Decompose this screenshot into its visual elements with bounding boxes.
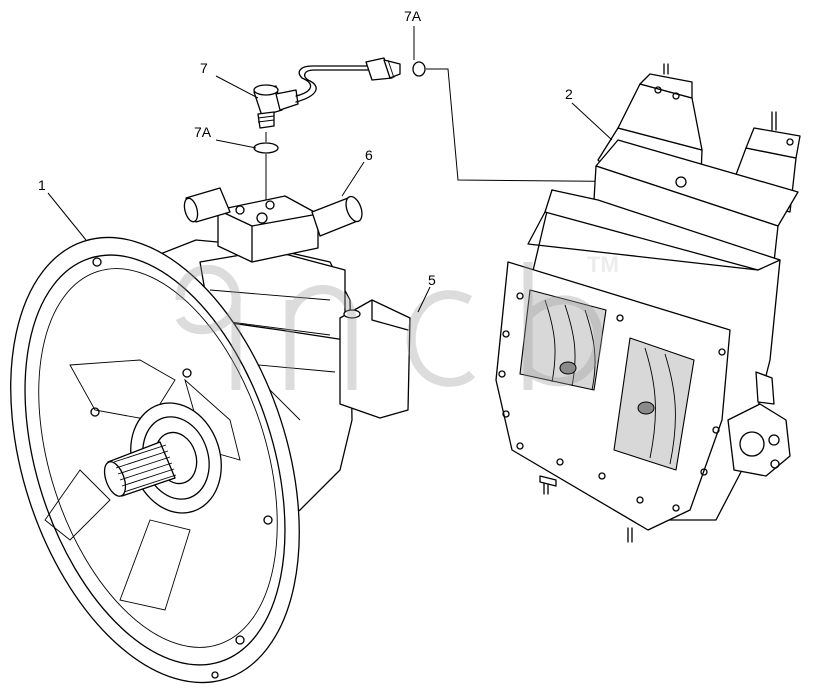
pipe-routing-line (426, 68, 677, 183)
valve-block (183, 187, 363, 263)
plate-bolt-holes (498, 292, 726, 512)
watermark: TM (175, 252, 619, 390)
label-part-7a-top: 7A (404, 8, 422, 24)
trademark-text: TM (587, 252, 619, 277)
label-part-7a-mid: 7A (194, 124, 212, 140)
label-part-6: 6 (365, 147, 373, 163)
label-part-7: 7 (200, 60, 208, 76)
flange-bolt-holes (90, 257, 273, 679)
pump-housing (10, 236, 411, 684)
hydraulic-pipe (295, 57, 401, 103)
o-ring-7a-upper (412, 61, 426, 77)
pump-head-assembly (495, 63, 801, 543)
label-part-2: 2 (565, 86, 573, 102)
o-ring-7a-lower (253, 142, 279, 154)
leader-lines (47, 26, 613, 313)
elbow-fitting (253, 84, 299, 129)
label-part-1: 1 (38, 177, 46, 193)
label-part-5: 5 (428, 272, 436, 288)
